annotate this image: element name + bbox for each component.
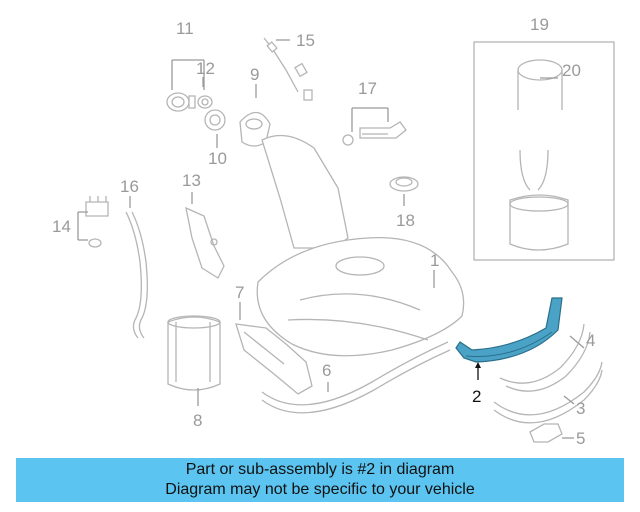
callout-12: 12 [196, 59, 215, 78]
part-2-strap-highlighted[interactable] [455, 297, 563, 363]
callout-17: 17 [358, 79, 377, 98]
part-8-canister [167, 315, 221, 391]
part-1-fuel-tank [256, 134, 465, 357]
callout-16: 16 [120, 177, 139, 196]
caption-line-2: Diagram may not be specific to your vehi… [165, 481, 475, 498]
part-17-valve [342, 121, 407, 146]
callout-2: 2 [472, 387, 481, 406]
part-15-hose [263, 37, 313, 101]
callout-20: 20 [562, 61, 581, 80]
part-10-seal-ring [204, 109, 226, 131]
caption-line-1: Part or sub-assembly is #2 in diagram [185, 461, 455, 478]
part-13-bracket [185, 206, 225, 279]
caption-bar: Part or sub-assembly is #2 in diagram Di… [16, 458, 624, 502]
part-4-strap [499, 323, 591, 392]
part-18-ring [389, 176, 419, 192]
callout-19: 19 [530, 15, 549, 34]
callout-11: 11 [176, 19, 194, 38]
leaders [77, 39, 585, 439]
callout-15: 15 [296, 31, 315, 50]
part-3-strap [493, 361, 603, 424]
part-5-clamp [529, 423, 563, 443]
callout-10: 10 [208, 149, 227, 168]
callout-6: 6 [322, 361, 331, 380]
part-7-shield [235, 323, 313, 395]
callout-1: 1 [430, 251, 439, 270]
part-14-injector [85, 196, 109, 248]
callout-18: 18 [396, 211, 415, 230]
callout-4: 4 [586, 331, 595, 350]
callout-8: 8 [193, 411, 202, 430]
parts-diagram: 11 12 10 9 15 17 18 14 16 13 8 7 6 1 2 4… [52, 15, 615, 448]
part-19-fuel-pump-frame [473, 41, 615, 261]
part-6-strap [261, 341, 451, 414]
part-11-12-bushing [166, 92, 213, 112]
callout-14: 14 [52, 217, 71, 236]
callout-3: 3 [576, 399, 585, 418]
callout-13: 13 [182, 171, 201, 190]
callout-9: 9 [250, 65, 259, 84]
part-16-vent-tube [125, 211, 148, 339]
callout-7: 7 [235, 283, 244, 302]
callout-numbers: 11 12 10 9 15 17 18 14 16 13 8 7 6 1 2 4… [52, 15, 595, 448]
callout-5: 5 [576, 429, 585, 448]
